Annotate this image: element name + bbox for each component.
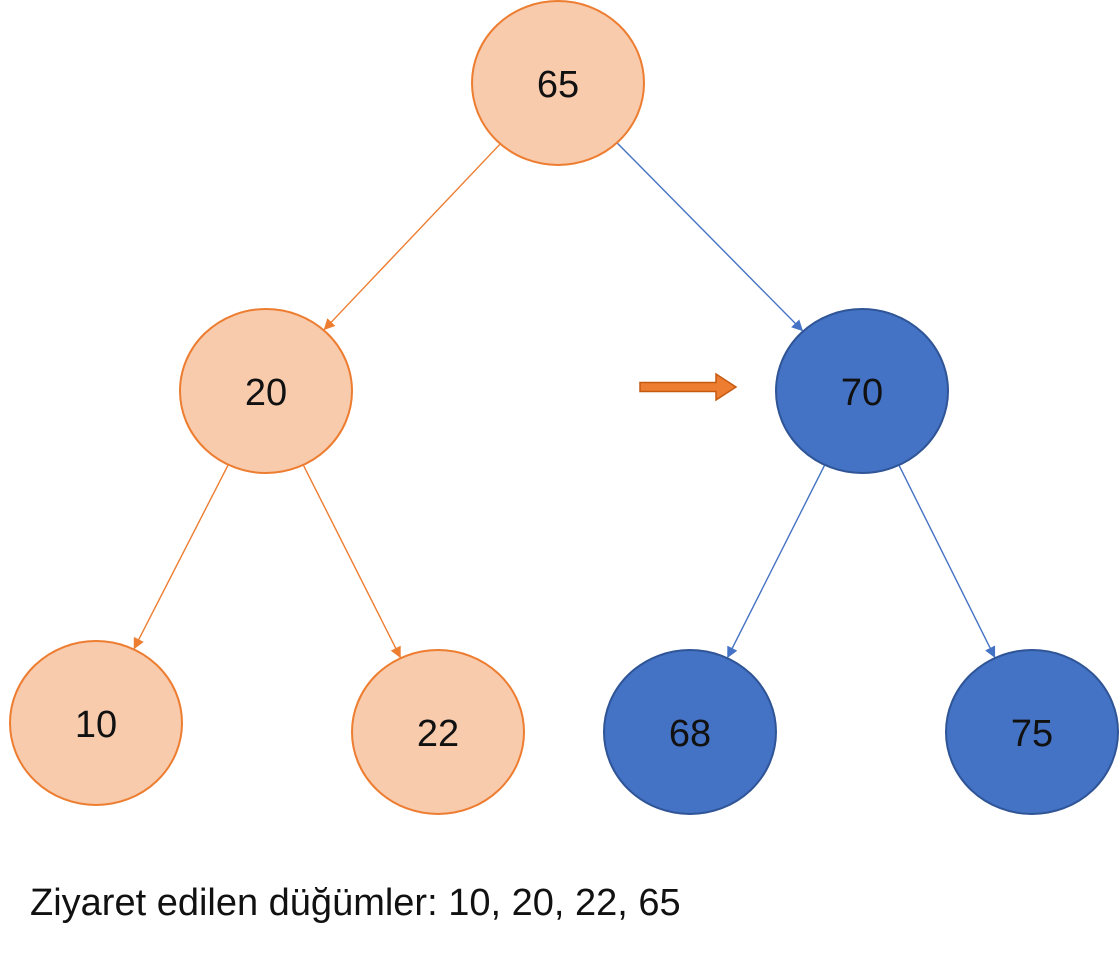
node-circle-70 [775, 308, 949, 474]
node-circle-10 [9, 640, 183, 806]
tree-node-10: 10 [9, 640, 183, 806]
edge-20-10 [133, 464, 229, 650]
node-label-75: 75 [1011, 713, 1053, 755]
tree-node-75: 75 [945, 649, 1119, 815]
node-circle-22 [351, 649, 525, 815]
node-circle-65 [471, 0, 645, 166]
tree-node-70: 70 [775, 308, 949, 474]
edge-20-22 [302, 464, 402, 659]
tree-node-68: 68 [603, 649, 777, 815]
edge-70-68 [726, 464, 826, 659]
node-label-70: 70 [841, 372, 883, 414]
visited-nodes-caption: Ziyaret edilen düğümler: 10, 20, 22, 65 [30, 882, 681, 924]
node-circle-20 [179, 308, 353, 474]
node-label-65: 65 [537, 64, 579, 106]
edge-65-70 [616, 142, 804, 332]
tree-edges [133, 142, 996, 659]
tree-node-65: 65 [471, 0, 645, 166]
node-circle-75 [945, 649, 1119, 815]
tree-node-20: 20 [179, 308, 353, 474]
current-node-arrow-icon [639, 372, 738, 402]
edge-65-20 [323, 143, 501, 331]
tree-nodes: 65 20 70 10 22 68 75 [9, 0, 1119, 815]
node-circle-68 [603, 649, 777, 815]
tree-node-22: 22 [351, 649, 525, 815]
node-label-22: 22 [417, 713, 459, 755]
pointer-arrow [639, 372, 738, 402]
edge-70-75 [898, 464, 996, 659]
node-label-68: 68 [669, 713, 711, 755]
node-label-20: 20 [245, 372, 287, 414]
node-label-10: 10 [75, 704, 117, 746]
